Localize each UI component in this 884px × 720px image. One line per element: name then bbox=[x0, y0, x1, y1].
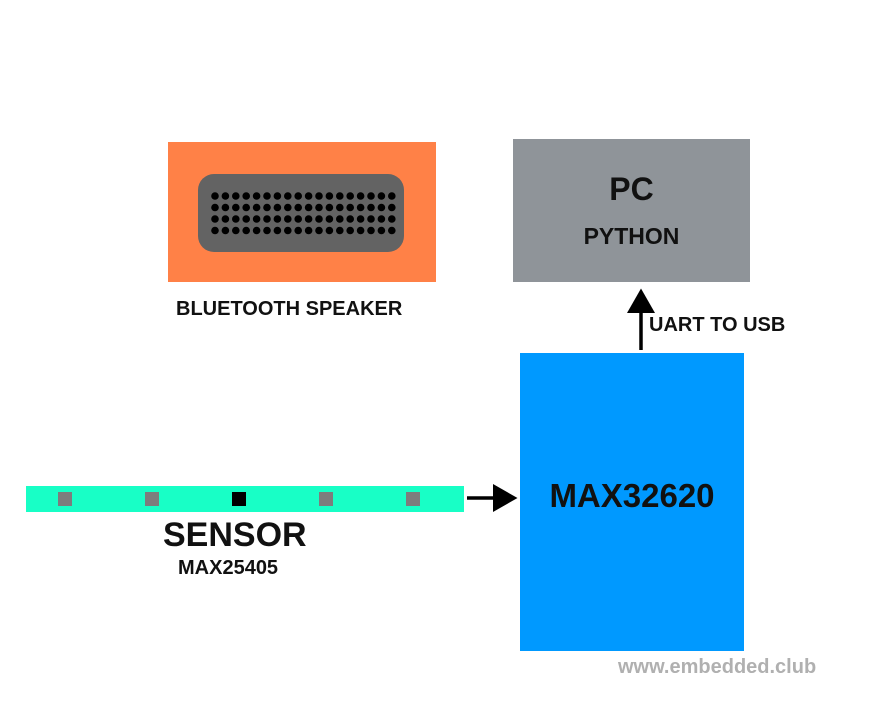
pc-block: PC PYTHON bbox=[513, 139, 750, 282]
speaker-hole bbox=[263, 215, 271, 223]
mcu-block: MAX32620 bbox=[520, 353, 744, 651]
speaker-hole bbox=[221, 226, 230, 235]
pc-title: PC bbox=[609, 171, 654, 207]
speaker-hole bbox=[304, 192, 313, 200]
speaker-hole bbox=[388, 192, 396, 200]
speaker-hole bbox=[263, 226, 271, 235]
speaker-hole bbox=[315, 215, 323, 223]
speaker-hole bbox=[356, 192, 365, 200]
speaker-hole bbox=[294, 192, 302, 200]
speaker-hole bbox=[325, 226, 334, 235]
speaker-hole bbox=[211, 215, 219, 223]
speaker-hole bbox=[367, 203, 375, 212]
sensor-pixel bbox=[406, 492, 420, 506]
pc-subtitle: PYTHON bbox=[583, 223, 680, 249]
speaker-hole bbox=[232, 203, 240, 212]
mcu-label: MAX32620 bbox=[549, 477, 715, 514]
speaker-hole bbox=[252, 226, 261, 235]
speaker-hole bbox=[294, 215, 302, 223]
speaker-hole bbox=[273, 226, 282, 235]
speaker-hole bbox=[263, 203, 271, 212]
speaker-hole bbox=[388, 226, 396, 235]
speaker-hole bbox=[336, 215, 344, 223]
speaker-label: BLUETOOTH SPEAKER bbox=[176, 298, 403, 320]
speaker-hole bbox=[284, 226, 292, 235]
speaker-hole bbox=[284, 192, 292, 200]
speaker-hole bbox=[211, 192, 219, 200]
speaker-hole bbox=[315, 192, 323, 200]
speaker-hole bbox=[221, 203, 230, 212]
speaker-hole bbox=[325, 192, 334, 200]
speaker-hole bbox=[242, 226, 250, 235]
speaker-hole bbox=[304, 203, 313, 212]
speaker-hole bbox=[356, 226, 365, 235]
speaker-hole bbox=[294, 226, 302, 235]
speaker-hole bbox=[377, 192, 386, 200]
speaker-hole bbox=[232, 192, 240, 200]
speaker-hole bbox=[304, 226, 313, 235]
speaker-hole bbox=[273, 215, 282, 223]
speaker-hole bbox=[325, 203, 334, 212]
sensor-pixel-active bbox=[232, 492, 246, 506]
speaker-hole bbox=[367, 215, 375, 223]
speaker-hole bbox=[252, 215, 261, 223]
speaker-hole bbox=[232, 226, 240, 235]
speaker-hole bbox=[346, 215, 354, 223]
speaker-hole bbox=[284, 203, 292, 212]
speaker-hole bbox=[388, 215, 396, 223]
speaker-holes bbox=[211, 192, 396, 235]
speaker-hole bbox=[242, 203, 250, 212]
speaker-hole bbox=[221, 215, 230, 223]
speaker-hole bbox=[346, 203, 354, 212]
speaker-hole bbox=[252, 203, 261, 212]
speaker-hole bbox=[367, 226, 375, 235]
sensor-pixel bbox=[319, 492, 333, 506]
sensor-part-label: MAX25405 bbox=[178, 557, 279, 579]
speaker-hole bbox=[284, 215, 292, 223]
uart-label: UART TO USB bbox=[649, 314, 786, 336]
speaker-hole bbox=[356, 215, 365, 223]
watermark: www.embedded.club bbox=[618, 656, 817, 678]
speaker-hole bbox=[263, 192, 271, 200]
speaker-hole bbox=[377, 215, 386, 223]
speaker-hole bbox=[367, 192, 375, 200]
speaker-hole bbox=[211, 226, 219, 235]
speaker-hole bbox=[221, 192, 230, 200]
speaker-hole bbox=[388, 203, 396, 212]
speaker-hole bbox=[273, 192, 282, 200]
speaker-hole bbox=[377, 226, 386, 235]
speaker-hole bbox=[273, 203, 282, 212]
sensor-pixel bbox=[145, 492, 159, 506]
speaker-hole bbox=[356, 203, 365, 212]
speaker-hole bbox=[336, 203, 344, 212]
sensor-strip bbox=[26, 486, 464, 512]
speaker-hole bbox=[304, 215, 313, 223]
speaker-hole bbox=[325, 215, 334, 223]
speaker-hole bbox=[315, 226, 323, 235]
speaker-hole bbox=[232, 215, 240, 223]
speaker-hole bbox=[346, 226, 354, 235]
speaker-hole bbox=[315, 203, 323, 212]
speaker-hole bbox=[252, 192, 261, 200]
sensor-title: SENSOR bbox=[163, 516, 307, 554]
bluetooth-speaker-block bbox=[168, 142, 436, 282]
speaker-hole bbox=[377, 203, 386, 212]
speaker-hole bbox=[211, 203, 219, 212]
speaker-hole bbox=[336, 192, 344, 200]
speaker-hole bbox=[294, 203, 302, 212]
sensor-pixel bbox=[58, 492, 72, 506]
speaker-hole bbox=[336, 226, 344, 235]
speaker-grille-icon bbox=[198, 174, 404, 252]
speaker-hole bbox=[346, 192, 354, 200]
speaker-hole bbox=[242, 215, 250, 223]
speaker-hole bbox=[242, 192, 250, 200]
